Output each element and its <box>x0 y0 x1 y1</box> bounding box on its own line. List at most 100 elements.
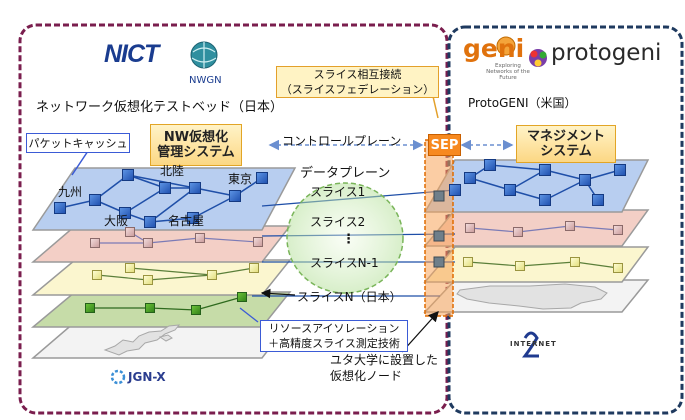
slice-federation-callout: スライス相互接続 （スライスフェデレーション） <box>276 66 439 98</box>
network-node <box>207 270 217 280</box>
us-yellow-links <box>467 261 619 269</box>
network-node <box>565 221 575 231</box>
jgn-logo-mark <box>110 369 126 385</box>
network-node <box>613 263 623 273</box>
us-mgmt-system-box: マネジメント システム <box>516 125 616 163</box>
network-node <box>54 202 66 214</box>
network-node <box>249 263 259 273</box>
jgn-x-logo: JGN-X <box>128 370 166 384</box>
us-testbed-title: ProtoGENI（米国） <box>468 96 577 110</box>
network-node <box>570 257 580 267</box>
network-node <box>237 292 247 302</box>
network-node <box>539 164 551 176</box>
japan-testbed-title: ネットワーク仮想化テストベッド（日本） <box>36 100 284 115</box>
slice-ellipsis: ⋮ <box>342 232 355 247</box>
geni-globe-icon <box>496 36 516 56</box>
network-node <box>539 194 551 206</box>
city-tokyo: 東京 <box>228 172 253 186</box>
utah-node-label: ユタ大学に設置した 仮想化ノード <box>330 352 438 384</box>
sep-column <box>424 139 454 317</box>
network-node <box>125 263 135 273</box>
slice2-label: スライス2 <box>310 215 366 229</box>
packet-cache-callout: パケットキャッシュ <box>26 133 130 153</box>
network-node <box>579 174 591 186</box>
japan-slice-pink-plane <box>30 225 292 263</box>
network-node <box>125 227 135 237</box>
federation-line1: スライス相互接続 <box>313 68 402 81</box>
resource-iso-line1: リソースアイソレーション <box>268 322 400 335</box>
resource-isolation-callout: リソースアイソレーション ＋高精度スライス測定技術 <box>260 320 408 352</box>
network-node <box>515 261 525 271</box>
network-node <box>122 169 134 181</box>
network-node <box>256 172 268 184</box>
japan-pink-links <box>95 231 259 244</box>
network-node <box>85 303 95 313</box>
japan-slice-green-plane <box>30 291 292 328</box>
network-node <box>253 237 263 247</box>
sliceN-arrow <box>260 288 296 299</box>
network-node <box>143 275 153 285</box>
resource-iso-line2: ＋高精度スライス測定技術 <box>268 337 400 350</box>
geni-tagline: Exploring Networks of the Future <box>486 63 530 81</box>
nwgn-logo: NWGN <box>189 75 222 86</box>
sep-label: SEP <box>428 134 461 156</box>
nict-logo: NICT <box>104 40 159 68</box>
sep-virtualization-node <box>433 256 445 268</box>
control-plane-label: コントロールプレーン <box>282 134 402 148</box>
us-mgmt-line2: システム <box>540 144 592 159</box>
us-map-silhouette <box>456 283 608 310</box>
city-nagoya: 名古屋 <box>168 214 205 228</box>
city-kyushu: 九州 <box>58 185 83 199</box>
utah-line1: ユタ大学に設置した <box>330 353 439 367</box>
network-node <box>189 182 201 194</box>
network-node <box>484 159 496 171</box>
network-node <box>195 233 205 243</box>
data-plane-cylinder <box>286 182 404 294</box>
sliceN1-label: スライスN-1 <box>310 256 379 270</box>
network-nodes <box>54 159 626 315</box>
protogeni-logo: protogeni <box>551 40 662 66</box>
federation-line2: （スライスフェデレーション） <box>280 83 435 96</box>
network-node <box>465 223 475 233</box>
mgmt-line1: NW仮想化 <box>163 130 229 145</box>
network-node <box>513 227 523 237</box>
network-node <box>463 257 473 267</box>
network-node <box>89 194 101 206</box>
city-hokuriku: 北陸 <box>160 164 185 178</box>
japan-yellow-links <box>96 267 255 281</box>
sep-virtualization-node <box>433 190 445 202</box>
network-node <box>92 270 102 280</box>
us-pink-links <box>469 225 619 233</box>
network-node <box>187 212 199 224</box>
us-region-border <box>447 25 684 415</box>
slice1-label: スライス1 <box>310 185 366 199</box>
nw-virtualization-mgmt-box: NW仮想化 管理システム <box>150 124 242 166</box>
internet2-logo-mark <box>522 331 539 358</box>
network-node <box>504 184 516 196</box>
data-plane-label: データプレーン <box>300 166 391 181</box>
network-node <box>143 238 153 248</box>
network-node <box>119 207 131 219</box>
network-node <box>144 216 156 228</box>
japan-map-silhouette <box>103 324 181 356</box>
network-node <box>159 182 171 194</box>
network-node <box>145 303 155 313</box>
network-node <box>464 172 476 184</box>
network-node <box>613 225 623 235</box>
network-node <box>614 164 626 176</box>
network-node <box>592 194 604 206</box>
city-osaka: 大阪 <box>104 214 129 228</box>
japan-green-links <box>90 296 243 311</box>
mgmt-line2: 管理システム <box>157 145 235 160</box>
internet2-logo: INTERNET <box>510 340 557 348</box>
network-node <box>90 238 100 248</box>
japan-slice-blue-plane <box>31 167 297 231</box>
sep-virtualization-node <box>433 230 445 242</box>
utah-line2: 仮想化ノード <box>330 369 403 383</box>
resource-iso-pointer <box>239 307 259 323</box>
network-node <box>449 184 461 196</box>
geni-logo: geni <box>463 34 525 63</box>
utah-node-arrow <box>401 311 439 353</box>
